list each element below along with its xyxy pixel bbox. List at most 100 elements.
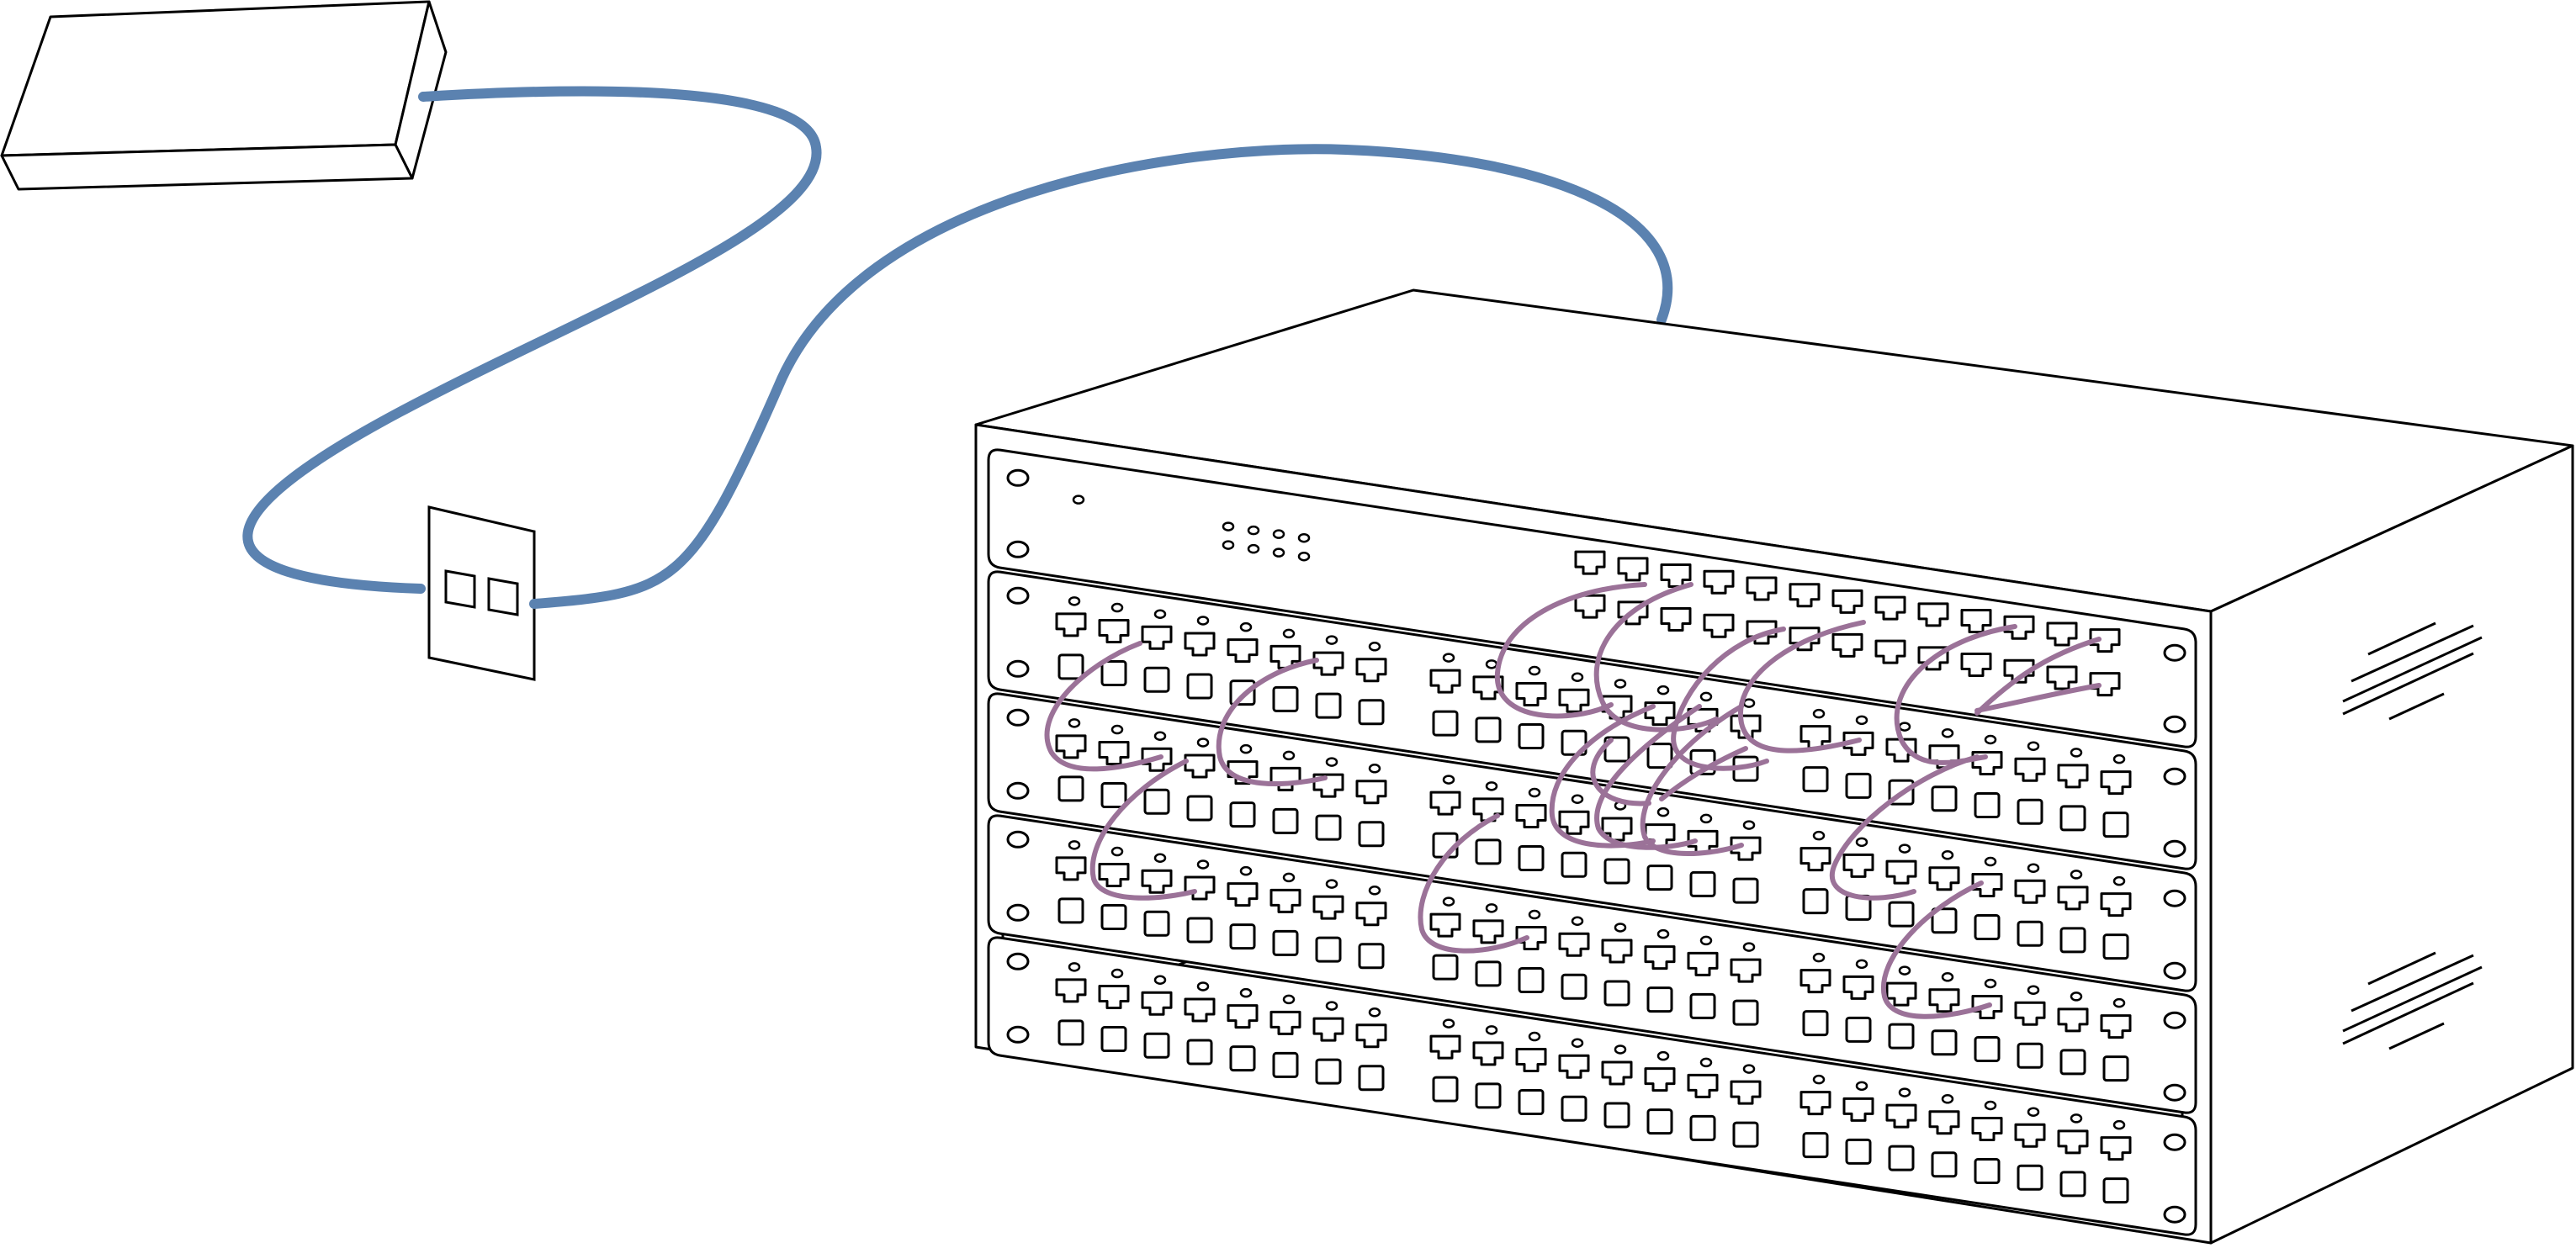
port-icon [1057, 775, 1084, 802]
led-indicator [1984, 1100, 1997, 1111]
rj45-port-icon [1842, 1097, 1874, 1122]
led-indicator [1297, 532, 1311, 543]
led-indicator [1614, 923, 1627, 933]
port-icon [1272, 1051, 1299, 1078]
led-indicator [1153, 975, 1167, 985]
port-icon [1358, 943, 1385, 970]
rj45-port-icon [1885, 859, 1917, 885]
rj45-port-icon [1055, 978, 1087, 1003]
rj45-port-icon [1730, 958, 1762, 983]
patch-cable [1640, 704, 1744, 856]
led-indicator [1656, 1050, 1670, 1061]
rj45-port-icon [1687, 1073, 1719, 1098]
rj45-port-icon [2003, 615, 2035, 640]
port-icon [1432, 1076, 1459, 1103]
led-indicator [1941, 850, 1954, 860]
led-indicator [1812, 952, 1826, 963]
port-icon [1845, 772, 1872, 799]
port-icon [1186, 795, 1213, 822]
rj45-port-icon [1601, 939, 1633, 964]
led-indicator [1485, 903, 1498, 913]
rj45-port-icon [1055, 612, 1087, 637]
led-indicator [1898, 843, 1911, 854]
port-icon [1974, 1158, 2001, 1185]
rj45-port-icon [1429, 791, 1461, 816]
mounting-hole [1006, 830, 1030, 849]
patch-cable [1549, 704, 1656, 849]
port-icon [2059, 1049, 2086, 1076]
rj45-port-icon [1515, 804, 1547, 829]
rj45-port-icon [1472, 919, 1504, 944]
led-indicator [1699, 935, 1713, 946]
led-indicator [1368, 1007, 1381, 1018]
led-indicator [1072, 494, 1085, 505]
rj45-port-icon [1644, 1067, 1676, 1092]
mounting-hole [2163, 1083, 2186, 1102]
port-icon [2102, 1055, 2129, 1082]
led-indicator [1247, 543, 1260, 554]
patch-cable [1494, 582, 1647, 719]
rj45-port-icon [1703, 613, 1735, 638]
led-indicator [1742, 820, 1756, 830]
led-indicator [1368, 642, 1381, 652]
rj45-port-icon [1227, 638, 1259, 664]
led-indicator [1239, 743, 1253, 754]
port-icon [1888, 1145, 1915, 1171]
rj45-port-icon [1312, 651, 1344, 676]
led-indicator [2112, 754, 2126, 764]
led-indicator [1368, 764, 1381, 774]
port-icon [1646, 986, 1673, 1013]
led-indicator [2070, 992, 2083, 1002]
rj45-port-icon [1617, 557, 1649, 582]
led-indicator [1282, 750, 1296, 761]
led-indicator [1528, 665, 1541, 676]
mounting-hole [2163, 889, 2186, 907]
port-icon [1802, 1132, 1829, 1159]
rj45-port-icon [1703, 569, 1735, 595]
port-icon [1186, 673, 1213, 700]
port-icon [1561, 973, 1587, 1000]
mounting-hole [2163, 961, 2186, 980]
rj45-port-icon [2014, 1123, 2046, 1148]
rj45-port-icon [1055, 734, 1087, 759]
led-indicator [1528, 1031, 1541, 1042]
rj45-port-icon [1429, 1034, 1461, 1060]
patch-cable [1659, 746, 1748, 801]
led-indicator [1699, 813, 1713, 824]
led-indicator [1272, 529, 1285, 539]
rj45-port-icon [1831, 589, 1863, 614]
led-indicator [1110, 846, 1124, 857]
led-indicator [1368, 886, 1381, 896]
port-icon [1100, 660, 1127, 687]
rj45-port-icon [2057, 886, 2089, 911]
rj45-port-icon [2100, 770, 2132, 796]
rj45-port-icon [2057, 1129, 2089, 1155]
port-icon [1229, 1045, 1256, 1072]
led-indicator [1898, 722, 1911, 732]
rj45-port-icon [1141, 991, 1173, 1016]
rj45-port-icon [1098, 619, 1130, 644]
port-icon [1603, 1102, 1630, 1129]
led-indicator [1984, 978, 1997, 989]
port-icon [1315, 1058, 1342, 1085]
port-icon [1186, 917, 1213, 944]
rj45-port-icon [2014, 757, 2046, 782]
port-icon [1931, 907, 1958, 934]
switch-unit [987, 814, 2197, 1114]
led-indicator [1485, 1025, 1498, 1035]
mounting-hole [2163, 839, 2186, 858]
jack-port-icon [444, 569, 476, 609]
port-icon [2102, 1177, 2129, 1204]
rj45-port-icon [1558, 932, 1590, 957]
led-indicator [1941, 728, 1954, 738]
mounting-hole [1006, 952, 1030, 970]
mounting-hole [1006, 468, 1030, 487]
led-indicator [1941, 972, 1954, 982]
rj45-port-icon [1055, 856, 1087, 881]
led-indicator [1196, 616, 1210, 626]
uplink-cable [242, 86, 822, 594]
led-indicator [2070, 1113, 2083, 1124]
port-icon [1974, 1036, 2001, 1063]
led-indicator [1812, 708, 1826, 719]
port-icon [1315, 692, 1342, 719]
